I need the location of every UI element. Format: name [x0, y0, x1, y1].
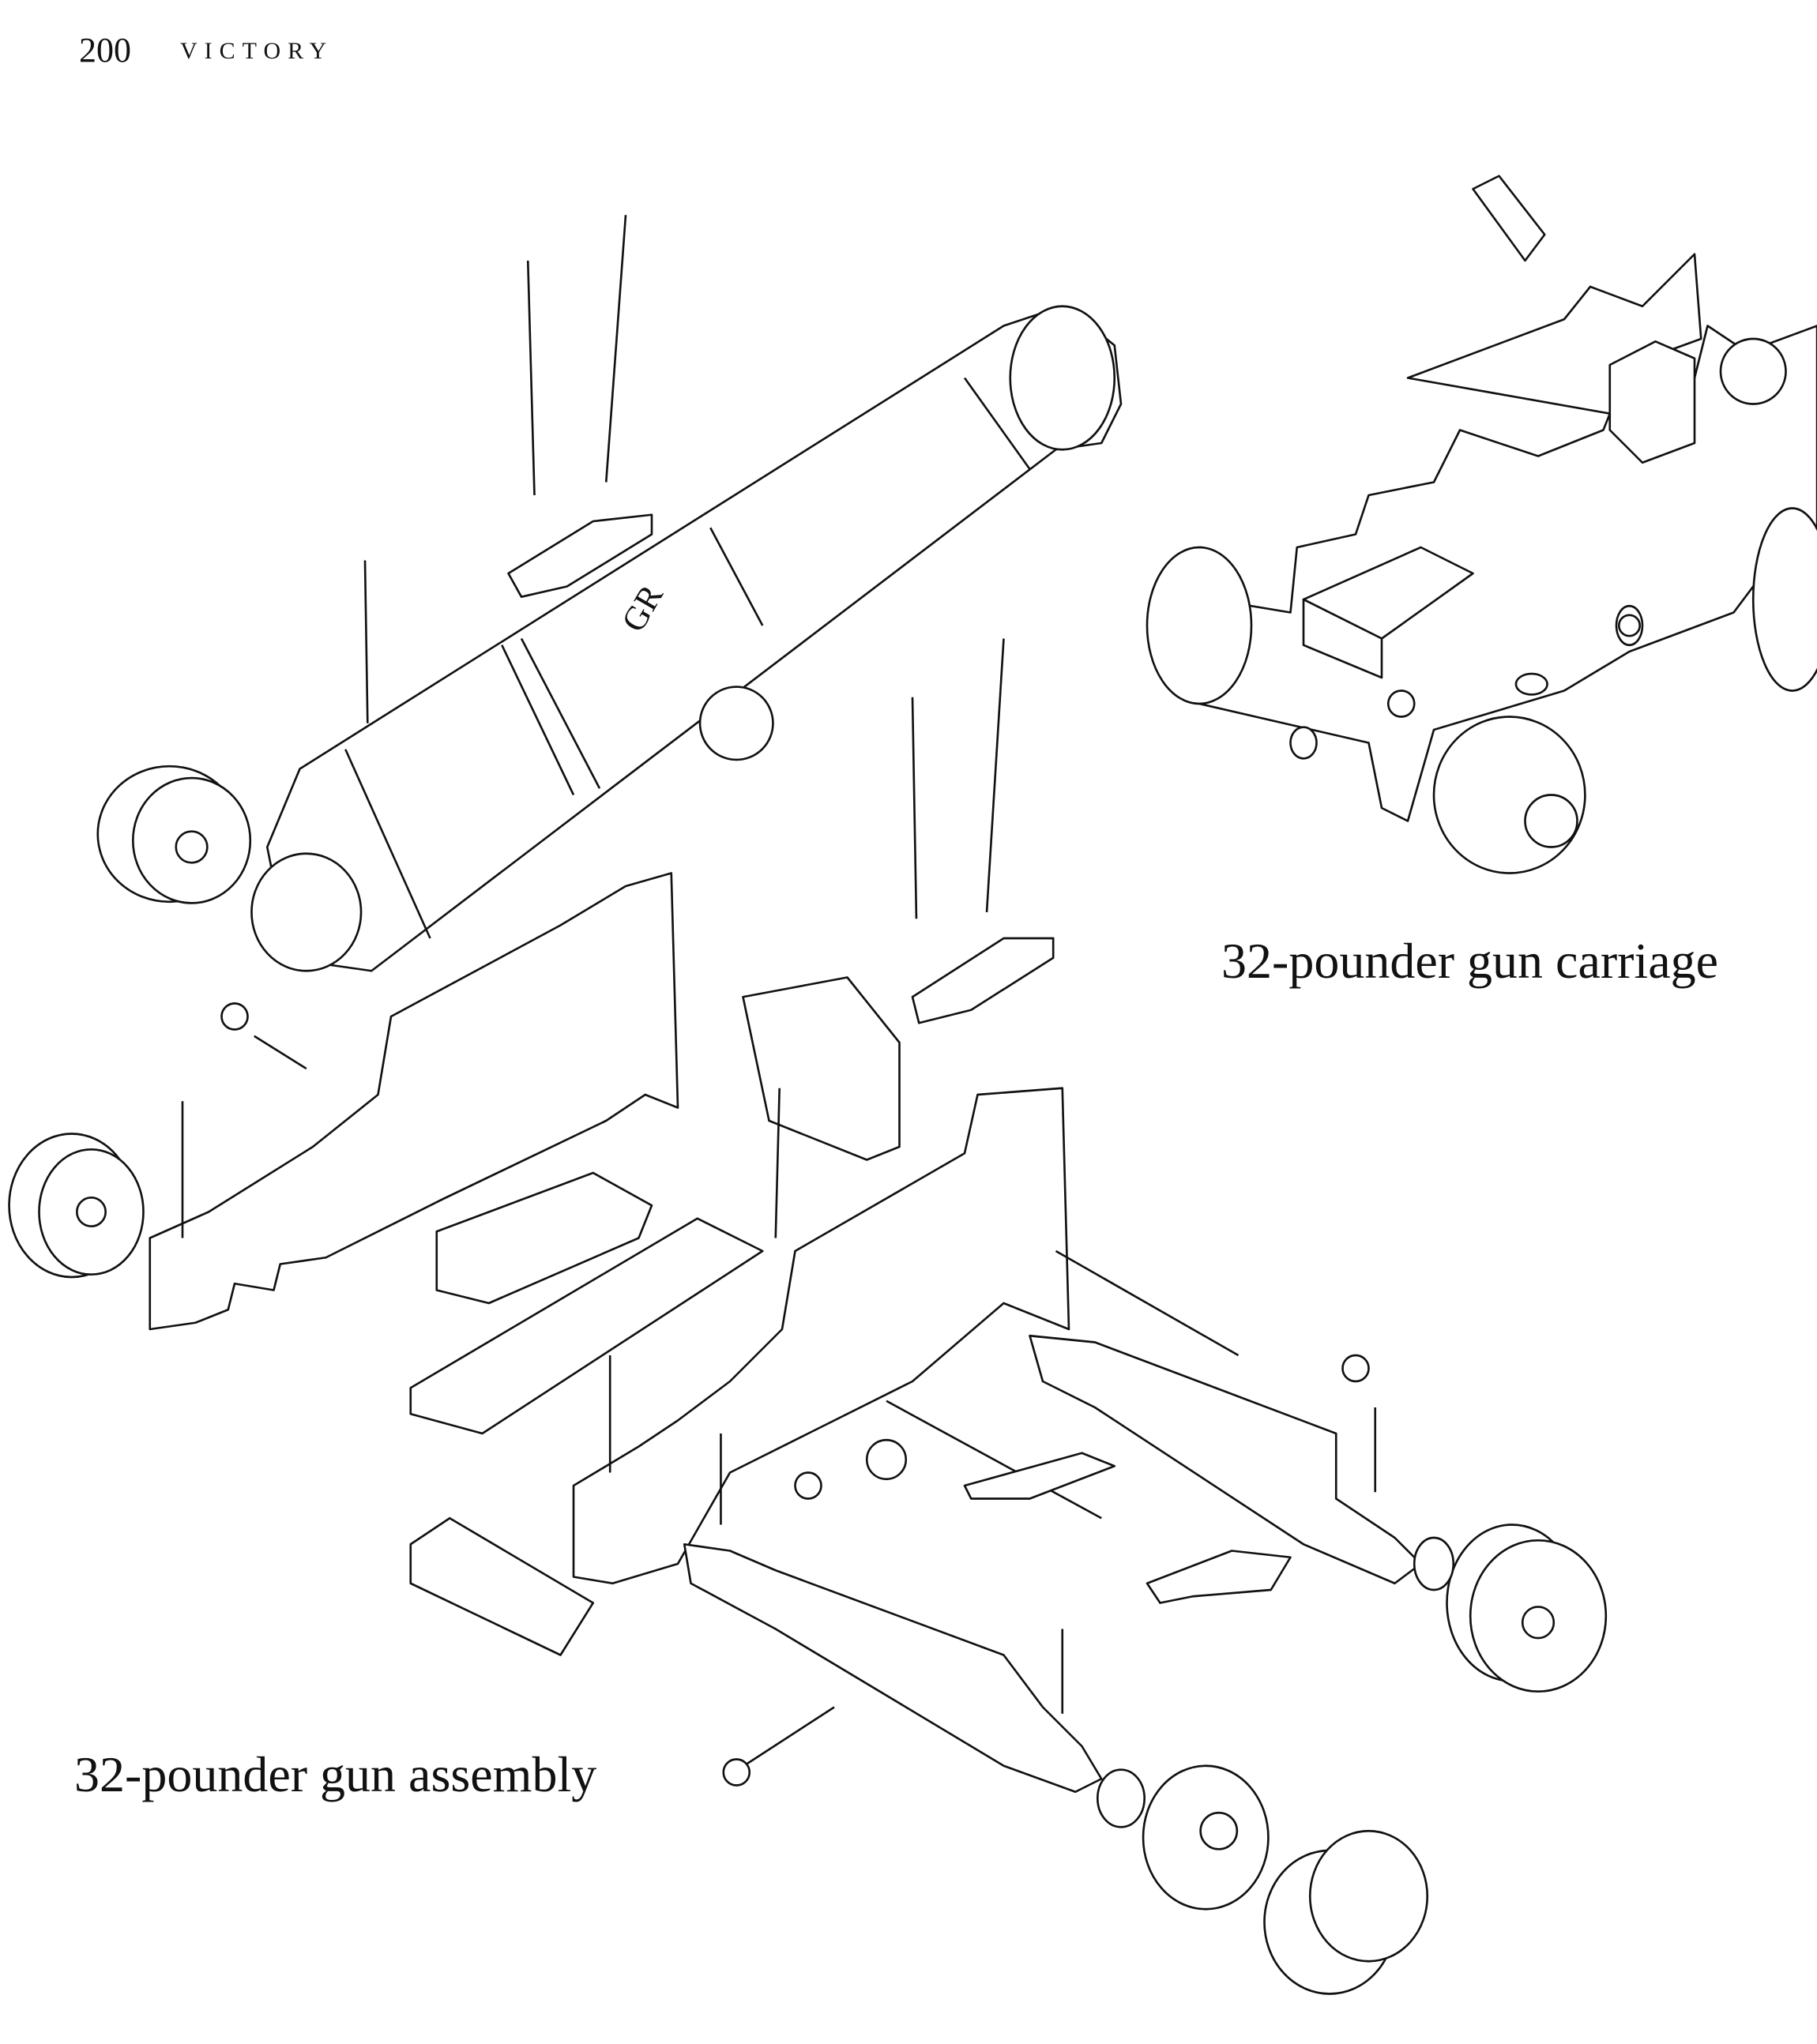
page-number: 200: [79, 31, 131, 70]
wheels: [8, 765, 1608, 1995]
carriage-caption: 32-pounder gun carriage: [1221, 933, 1719, 989]
rear-axletree: [683, 1542, 1103, 1794]
left-bracket: [149, 872, 679, 1331]
running-title: VICTORY: [180, 38, 334, 64]
assembled-gun-carriage: [1146, 175, 1817, 874]
hinge-plate: [1146, 1550, 1292, 1604]
bed: [409, 1217, 764, 1435]
assembly-caption: 32-pounder gun assembly: [74, 1746, 597, 1802]
cap-square: [911, 937, 1055, 1024]
quoin: [435, 1171, 653, 1305]
bolts: [181, 215, 1642, 1787]
cap-square: [507, 513, 653, 599]
hinge-plate: [963, 1452, 1116, 1500]
cannon-barrel: GR: [250, 305, 1123, 972]
block: [409, 1516, 595, 1656]
right-bracket: [572, 1087, 1070, 1585]
stool-bed: [742, 976, 901, 1161]
